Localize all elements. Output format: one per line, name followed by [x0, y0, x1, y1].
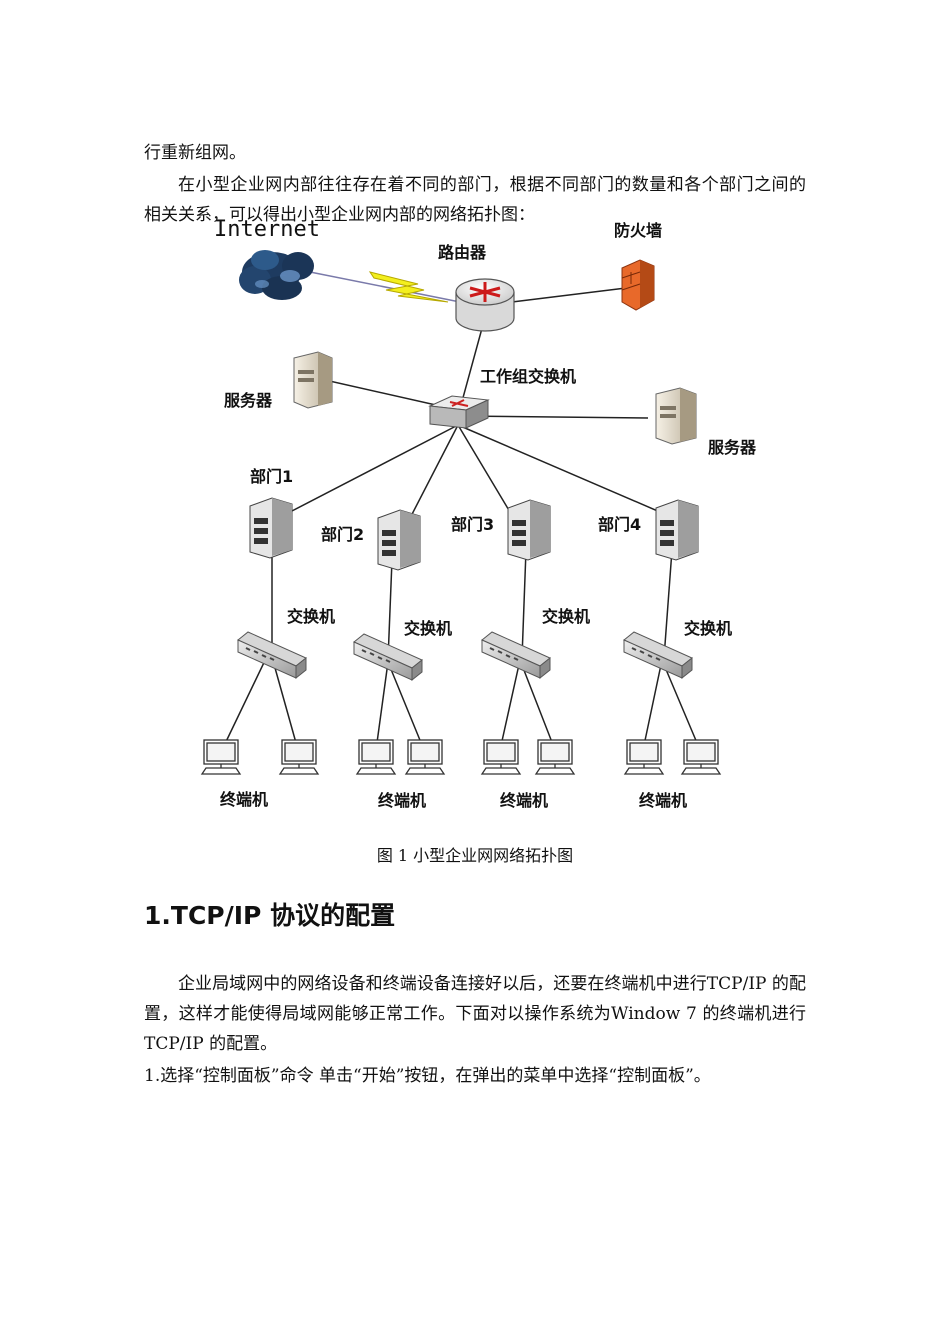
department-2-icon: [378, 510, 420, 570]
label-server-left: 服务器: [224, 391, 273, 410]
label-internet: Internet: [214, 217, 320, 242]
label-switch-2: 交换机: [404, 619, 452, 638]
switch-3-icon: [482, 632, 550, 678]
label-server-right: 服务器: [708, 438, 757, 457]
label-firewall: 防火墙: [614, 221, 662, 240]
label-terminal-1: 终端机: [220, 790, 268, 809]
computer-icon: [406, 740, 444, 774]
label-router: 路由器: [438, 243, 487, 262]
computer-icon: [280, 740, 318, 774]
firewall-icon: [622, 260, 654, 310]
label-terminal-2: 终端机: [378, 791, 426, 810]
connection-lines: [222, 272, 700, 750]
workgroup-switch-icon: [430, 396, 488, 428]
computer-icon: [536, 740, 574, 774]
computer-icon: [357, 740, 395, 774]
computer-icon: [625, 740, 663, 774]
computer-icon: [202, 740, 240, 774]
internet-cloud-icon: [239, 250, 314, 300]
label-switch-1: 交换机: [287, 607, 335, 626]
label-switch-3: 交换机: [542, 607, 590, 626]
label-dept-1: 部门1: [250, 467, 293, 486]
computer-icon: [482, 740, 520, 774]
department-3-icon: [508, 500, 550, 560]
label-terminal-3: 终端机: [500, 791, 548, 810]
label-terminal-4: 终端机: [639, 791, 687, 810]
label-dept-2: 部门2: [321, 525, 364, 544]
paragraph-intro-end: 行重新组网。: [144, 138, 806, 168]
label-dept-4: 部门4: [598, 515, 641, 534]
server-icon-left: [294, 352, 332, 408]
switch-4-icon: [624, 632, 692, 678]
figure-caption: 图 1 小型企业网网络拓扑图: [0, 842, 950, 866]
network-topology-diagram: Internet 路由器 防火墙 工作组交换机 服务器: [0, 210, 950, 830]
paragraph-tcpip-config: 企业局域网中的网络设备和终端设备连接好以后，还要在终端机中进行TCP/IP 的配…: [144, 969, 806, 1059]
department-1-icon: [250, 498, 292, 558]
label-dept-3: 部门3: [451, 515, 494, 534]
switch-2-icon: [354, 634, 422, 680]
label-workgroup-switch: 工作组交换机: [480, 367, 576, 386]
router-icon: [456, 279, 514, 331]
label-switch-4: 交换机: [684, 619, 732, 638]
paragraph-step-1: 1.选择“控制面板”命令 单击“开始”按钮，在弹出的菜单中选择“控制面板”。: [144, 1061, 806, 1091]
computer-icon: [682, 740, 720, 774]
server-icon-right: [656, 388, 696, 444]
department-4-icon: [656, 500, 698, 560]
terminal-computers: [202, 740, 720, 774]
section-heading: 1.TCP/IP 协议的配置: [144, 896, 395, 932]
